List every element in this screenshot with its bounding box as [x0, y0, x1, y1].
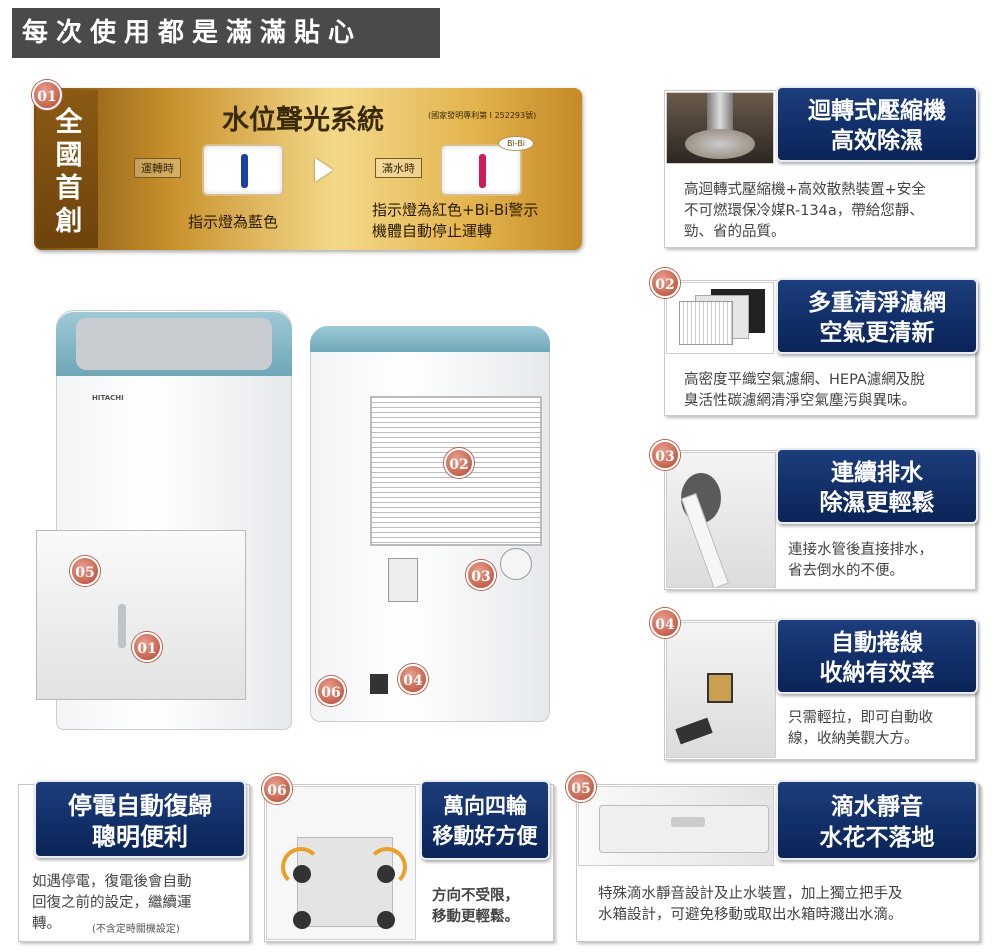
- page-header: 每次使用都是滿滿貼心: [12, 8, 440, 58]
- badge-05: 05: [566, 772, 596, 802]
- badge-01: 01: [32, 80, 62, 110]
- badge-02: 02: [650, 268, 680, 298]
- power-restore-title: 停電自動復歸 聰明便利: [34, 780, 246, 858]
- beep-bubble: Bi-Bi: [498, 136, 535, 151]
- cord-reel-description: 只需輕拉，即可自動收 線，收納美觀大方。: [788, 710, 933, 747]
- drain-title: 連續排水 除濕更輕鬆: [776, 448, 978, 524]
- compressor-image: [666, 92, 774, 164]
- compressor-description: 高迴轉式壓縮機+高效散熱裝置+安全 不可燃環保冷媒R-134a，帶給您靜、 勁、…: [684, 182, 926, 240]
- compressor-title: 迴轉式壓縮機 高效除濕: [776, 86, 978, 162]
- power-restore-desc-last: 轉。: [32, 916, 61, 932]
- drain-hose-image: [666, 452, 776, 588]
- blue-indicator-lamp: [202, 144, 284, 196]
- callout-01: 01: [132, 632, 162, 662]
- water-level-title: 水位聲光系統: [222, 105, 384, 136]
- blue-light-bar: [241, 154, 248, 188]
- red-indicator-lamp: [440, 144, 522, 196]
- running-state-label: 運轉時: [134, 158, 181, 178]
- cord-reel-image: [666, 622, 776, 758]
- filter-title: 多重清淨濾網 空氣更清新: [776, 278, 978, 354]
- callout-04: 04: [398, 664, 428, 694]
- power-restore-note: (不含定時關機設定): [92, 924, 180, 935]
- badge-04: 04: [650, 608, 680, 638]
- callout-05: 05: [70, 556, 100, 586]
- badge-03: 03: [650, 440, 680, 470]
- drip-description: 特殊滴水靜音設計及止水裝置，加上獨立把手及 水箱設計，可避免移動或取出水箱時濺出…: [598, 886, 903, 923]
- red-light-bar: [479, 154, 486, 188]
- filter-description: 高密度平織空氣濾網、HEPA濾網及脫 臭活性碳濾網清淨空氣塵污與異味。: [684, 372, 925, 409]
- power-restore-description: 如遇停電，復電後會自動 回復之前的設定，繼續運: [32, 874, 192, 911]
- badge-06: 06: [262, 774, 292, 804]
- caster-title: 萬向四輪 移動好方便: [420, 780, 550, 860]
- running-caption: 指示燈為藍色: [188, 213, 279, 231]
- brand-logo: HITACHI: [92, 394, 124, 402]
- callout-06: 06: [316, 676, 346, 706]
- caster-wheels-image: [266, 786, 416, 940]
- water-level-side-band: [36, 90, 98, 248]
- full-caption: 指示燈為紅色+Bi-Bi警示 機體自動停止運轉: [372, 201, 539, 240]
- patent-note: (國家發明專利第 I 252293號): [428, 111, 537, 120]
- national-first-label: 全 國 首 創: [55, 107, 83, 237]
- drain-description: 連接水管後直接排水， 省去倒水的不便。: [788, 542, 933, 579]
- full-state-label: 滿水時: [375, 158, 422, 178]
- water-tank-image: [578, 786, 774, 866]
- cord-reel-title: 自動捲線 收納有效率: [776, 618, 978, 694]
- callout-02: 02: [444, 448, 474, 478]
- play-arrow-icon: [315, 158, 333, 182]
- drip-title: 滴水靜音 水花不落地: [776, 780, 978, 860]
- filter-image: [666, 282, 774, 354]
- callout-03: 03: [466, 560, 496, 590]
- caster-description: 方向不受限， 移動更輕鬆。: [432, 888, 519, 925]
